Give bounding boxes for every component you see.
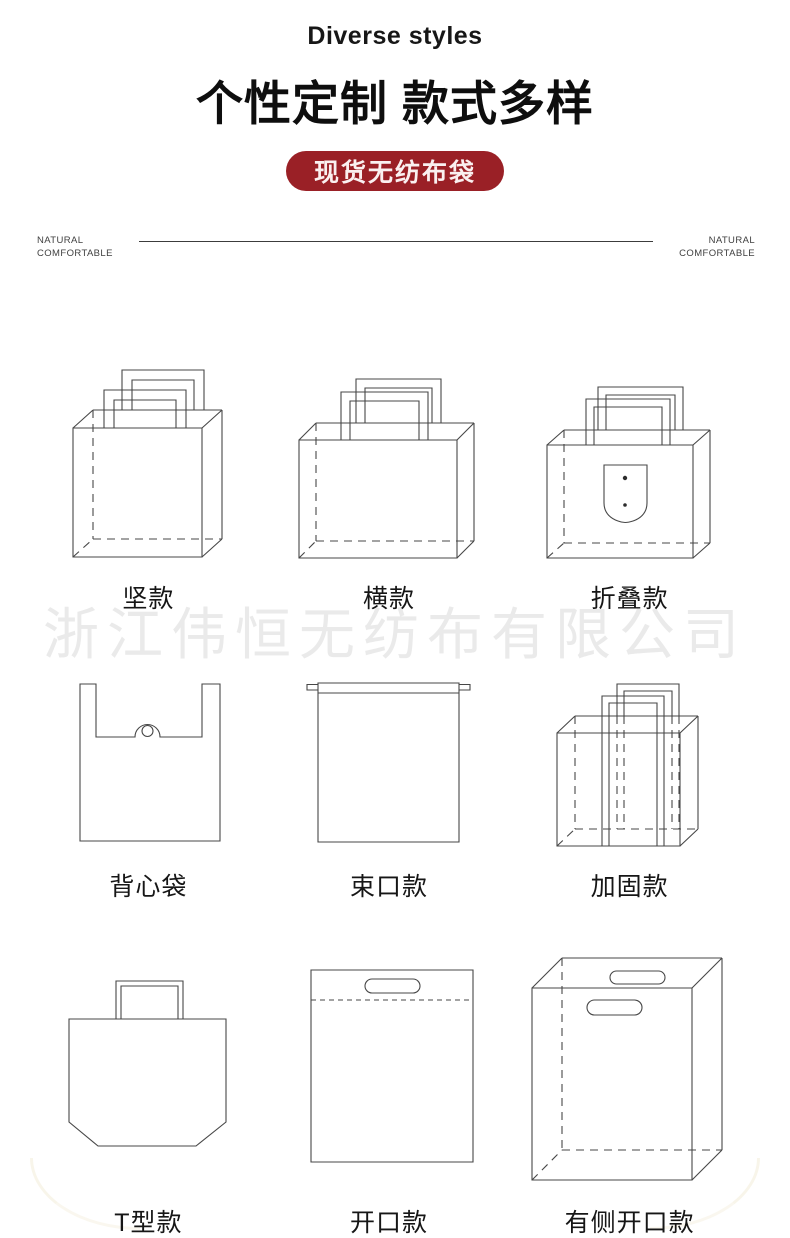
- t-shape-bag-drawing: [51, 945, 246, 1185]
- style-label: 加固款: [590, 872, 669, 901]
- foldable-tote-drawing: [530, 335, 730, 565]
- style-card-diecut: 开口款: [269, 945, 510, 1238]
- styles-grid-row1: 坚款 横款: [0, 335, 790, 615]
- style-label: 有侧开口款: [564, 1208, 695, 1237]
- style-card-tshape: T型款: [28, 945, 269, 1238]
- reinforced-tote-drawing: [542, 661, 717, 853]
- side-open-box-drawing: [522, 945, 737, 1185]
- divider-right-text: NATURAL COMFORTABLE: [679, 235, 755, 261]
- style-label: 横款: [362, 584, 415, 613]
- die-cut-bag-drawing: [291, 945, 486, 1185]
- style-label: 开口款: [349, 1208, 428, 1237]
- style-card-sideopen: 有侧开口款: [509, 945, 750, 1238]
- header: Diverse styles 个性定制 款式多样 现货无纺布袋: [0, 0, 790, 191]
- page-title: 个性定制 款式多样: [195, 77, 595, 130]
- style-label: 坚款: [122, 584, 175, 613]
- styles-grid-row3: T型款 开口款 有侧开口款: [0, 945, 790, 1238]
- company-watermark: 浙江伟恒无纺布有限公司: [43, 603, 747, 666]
- style-card-reinforced: 加固款: [509, 661, 750, 903]
- style-card-drawstring: 束口款: [269, 661, 510, 903]
- style-label: 折叠款: [590, 584, 669, 613]
- horizontal-tote-drawing: [284, 335, 494, 565]
- divider-right-line1: NATURAL: [708, 235, 755, 246]
- style-card-vest: 背心袋: [28, 661, 269, 903]
- styles-grid-row2: 背心袋 束口款: [0, 661, 790, 903]
- style-label: 背心袋: [109, 872, 188, 901]
- divider: NATURAL COMFORTABLE NATURAL COMFORTABLE: [0, 235, 790, 261]
- divider-left-line2: COMFORTABLE: [37, 247, 113, 259]
- style-card-horizontal: 横款: [269, 335, 510, 615]
- divider-left-line1: NATURAL: [37, 235, 84, 246]
- style-card-vertical: 坚款: [28, 335, 269, 615]
- divider-right-line2: COMFORTABLE: [679, 247, 755, 259]
- style-label: 束口款: [349, 872, 428, 901]
- divider-left-text: NATURAL COMFORTABLE: [37, 235, 113, 261]
- subtitle-en: Diverse styles: [307, 22, 483, 50]
- vertical-tote-drawing: [56, 335, 241, 565]
- style-card-foldable: 折叠款: [509, 335, 750, 615]
- drawstring-bag-drawing: [289, 661, 489, 853]
- style-label: T型款: [114, 1208, 183, 1237]
- vest-bag-drawing: [58, 661, 238, 853]
- divider-line: [138, 241, 654, 242]
- stock-badge: 现货无纺布袋: [285, 151, 504, 191]
